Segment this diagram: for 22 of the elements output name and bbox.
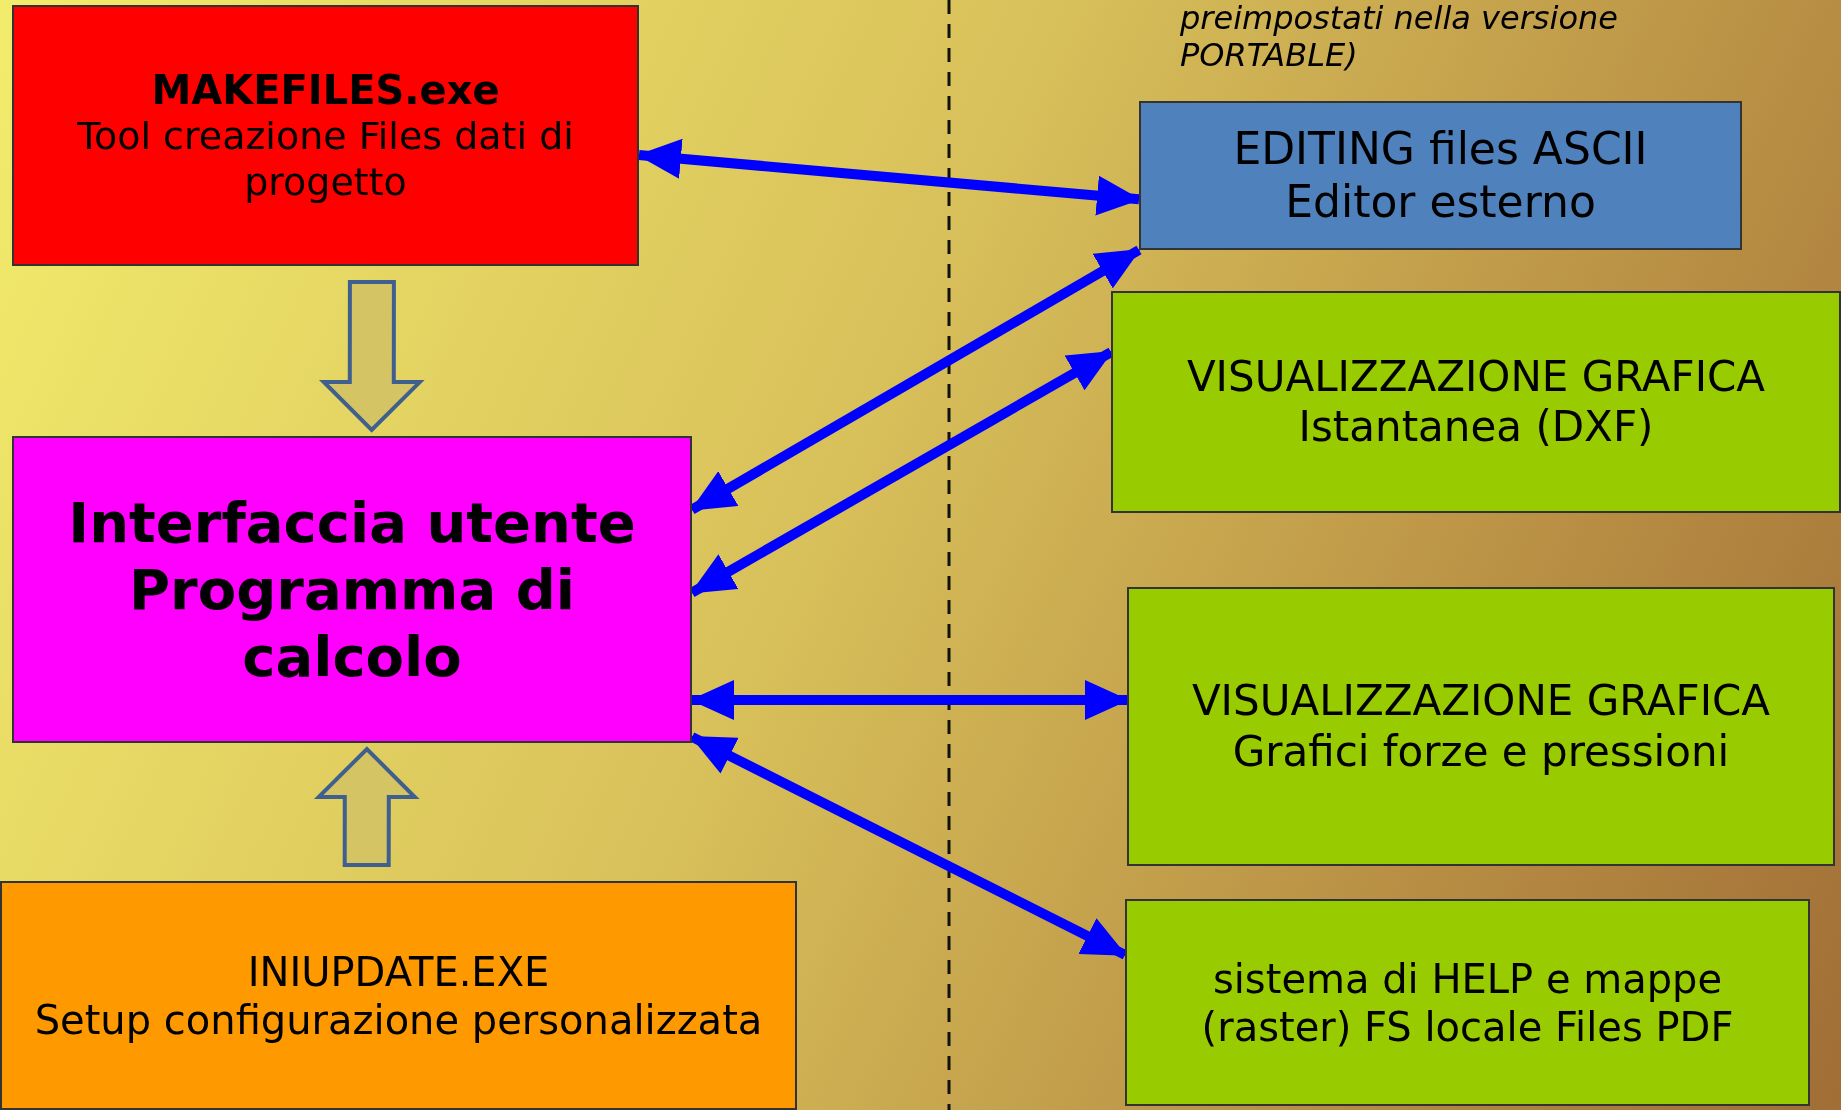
process-box: [1111, 291, 1841, 513]
box-text: Grafici forze e pressioni: [1231, 726, 1731, 777]
box-text: Tool creazione Files dati di progetto: [76, 113, 575, 206]
box-text: sistema di HELP e mappe (raster) FS locale Files PDF: [1200, 954, 1735, 1051]
box-text: Editor esterno: [1284, 175, 1597, 229]
process-box: [0, 881, 797, 1110]
process-box: [1139, 101, 1742, 250]
note-text: preimpostati nella versione PORTABLE): [1180, 0, 1619, 74]
process-box: [1125, 899, 1810, 1106]
process-box: [12, 436, 692, 743]
box-heading: EDITING files ASCII: [1232, 122, 1649, 176]
block-arrow: [318, 280, 425, 433]
box-heading: VISUALIZZAZIONE GRAFICA: [1190, 676, 1772, 727]
box-text: Interfaccia utente Programma di calcolo: [67, 488, 637, 691]
box-heading: MAKEFILES.exe: [150, 65, 501, 114]
process-box: [1127, 587, 1835, 866]
process-box: [12, 5, 639, 266]
box-text: Istantanea (DXF): [1297, 402, 1655, 453]
block-arrow: [313, 746, 420, 868]
box-text: Setup configurazione personalizzata: [33, 995, 764, 1044]
box-heading: VISUALIZZAZIONE GRAFICA: [1185, 351, 1767, 402]
box-heading: INIUPDATE.EXE: [246, 947, 551, 996]
